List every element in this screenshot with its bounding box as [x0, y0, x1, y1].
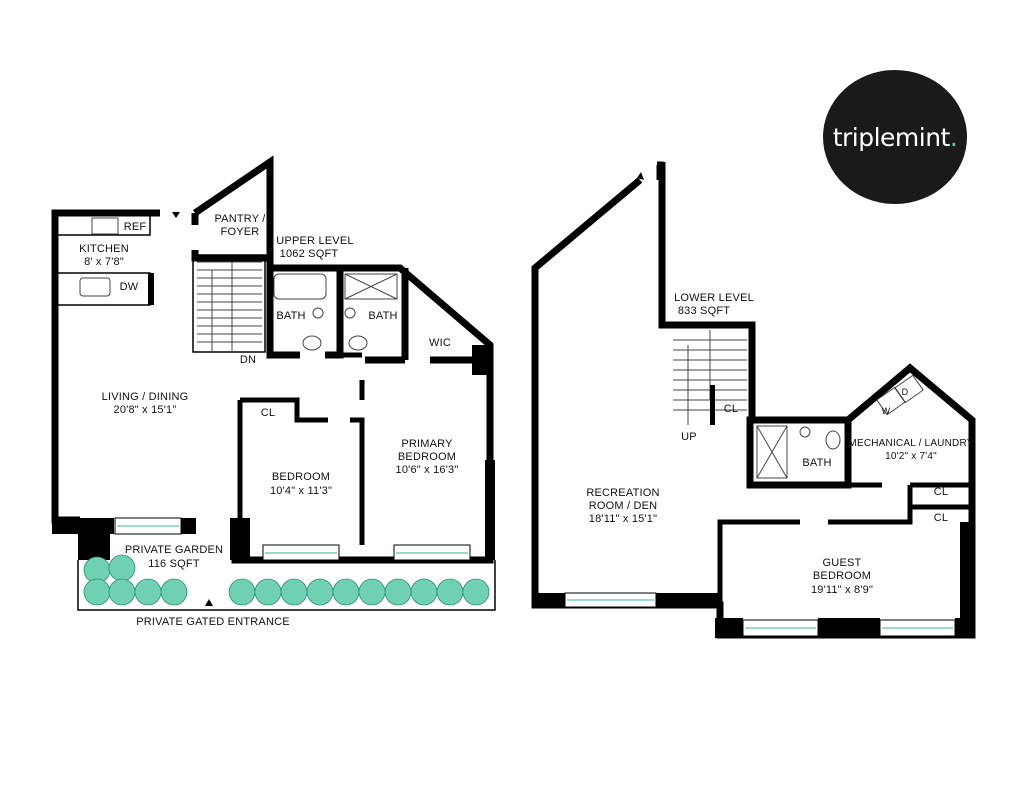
staircase-upper [192, 254, 266, 353]
bedroom-label: BEDROOM [272, 471, 330, 483]
lower-level-plan [531, 161, 976, 639]
pantry-label-2: FOYER [221, 226, 260, 238]
rec-label-1: RECREATION [586, 487, 659, 499]
kitchen-size: 8' x 7'8" [84, 256, 124, 268]
mechanical-size: 10'2" x 7'4" [885, 451, 937, 462]
garden-label: PRIVATE GARDEN [125, 544, 223, 556]
washer-label: W [882, 406, 891, 416]
kitchen-label: KITCHEN [79, 243, 129, 255]
upper-level-area: 1062 SQFT [280, 248, 339, 260]
lower-level-title: LOWER LEVEL [674, 292, 754, 304]
primary-label-1: PRIMARY [401, 438, 453, 450]
bath-1-label: BATH [276, 310, 305, 322]
closet-1-label: CL [934, 486, 948, 498]
upper-level-plan [51, 155, 496, 611]
closet-label: CL [261, 407, 275, 419]
living-size: 20'8" x 15'1" [114, 404, 177, 416]
primary-label-2: BEDROOM [398, 451, 456, 463]
guest-size: 19'11" x 8'9" [811, 584, 873, 596]
logo-text: triplemint [832, 122, 951, 152]
logo-dot: . [949, 122, 958, 152]
bedroom-size: 10'4" x 11'3" [270, 485, 332, 497]
pantry-label-1: PANTRY / [214, 213, 266, 225]
dryer-label: D [902, 387, 909, 397]
lower-bath-label: BATH [802, 457, 831, 469]
dw-label: DW [120, 281, 139, 293]
ref-label: REF [124, 221, 147, 233]
living-label: LIVING / DINING [102, 391, 189, 403]
upper-level-title: UPPER LEVEL [276, 235, 353, 247]
stair-closet-label: CL [724, 403, 738, 415]
rec-label-2: ROOM / DEN [589, 500, 658, 512]
garden-plants [83, 554, 490, 606]
stairs-down-label: DN [240, 354, 256, 366]
closet-2-label: CL [934, 512, 948, 524]
bath-2-label: BATH [368, 310, 397, 322]
lower-level-area: 833 SQFT [678, 305, 730, 317]
guest-label-1: GUEST [823, 557, 862, 569]
staircase-lower [673, 330, 747, 425]
guest-label-2: BEDROOM [813, 570, 871, 582]
rec-size: 18'11" x 15'1" [589, 513, 657, 525]
triplemint-logo: triplemint. [823, 70, 967, 204]
mechanical-label: MECHANICAL / LAUNDRY [848, 438, 973, 449]
wic-label: WIC [429, 337, 451, 349]
stairs-up-label: UP [681, 431, 697, 443]
garden-size: 116 SQFT [148, 558, 200, 570]
entrance-label: PRIVATE GATED ENTRANCE [136, 616, 290, 628]
primary-size: 10'6" x 16'3" [396, 464, 459, 476]
